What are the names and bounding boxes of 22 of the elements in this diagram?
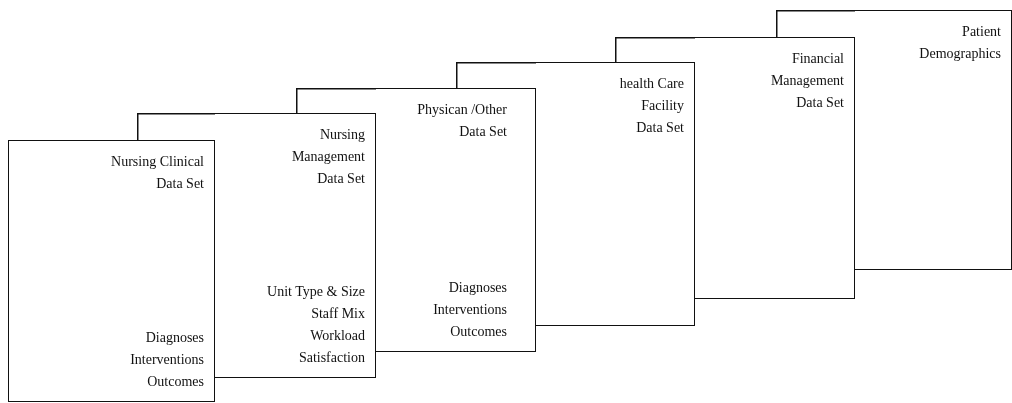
card-heading: Physican /Other Data Set: [416, 101, 507, 141]
list-item: Diagnoses: [447, 279, 507, 297]
card-heading: Nursing Management Data Set: [290, 126, 365, 188]
list-item: Outcomes: [146, 373, 204, 391]
data-set-card: [536, 62, 695, 326]
data-set-card: [855, 10, 1012, 270]
list-item: Interventions: [130, 351, 204, 369]
card-heading: Financial Management Data Set: [769, 50, 844, 112]
list-item: Workload: [309, 327, 365, 345]
card-heading: Nursing Clinical Data Set: [110, 153, 204, 193]
list-item: Satisfaction: [297, 349, 365, 367]
list-item: Interventions: [433, 301, 507, 319]
data-set-card: [695, 37, 855, 299]
data-set-card: [376, 88, 536, 352]
list-item: Unit Type & Size: [267, 283, 365, 301]
list-item: Outcomes: [449, 323, 507, 341]
list-item: Staff Mix: [310, 305, 365, 323]
card-heading: Patient Demographics: [918, 23, 1001, 63]
data-set-card: [8, 140, 215, 402]
card-heading: health Care Facility Data Set: [618, 75, 684, 137]
list-item: Diagnoses: [144, 329, 204, 347]
data-set-card: [215, 113, 376, 378]
